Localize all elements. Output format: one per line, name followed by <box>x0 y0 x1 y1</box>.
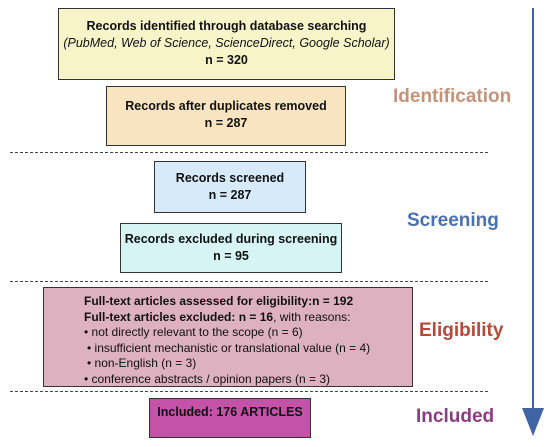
included-box: Included: 176 ARTICLES <box>149 398 311 438</box>
stage-divider <box>10 152 488 153</box>
records-screened-count: n = 287 <box>208 188 252 202</box>
records-identified-box: Records identified through database sear… <box>58 8 395 80</box>
duplicates-removed-title: Records after duplicates removed <box>125 99 327 113</box>
records-excluded-count: n = 95 <box>213 249 249 263</box>
records-screened-box: Records screened n = 287 <box>154 161 306 213</box>
exclusion-reason: • insufficient mechanistic or translatio… <box>87 340 371 355</box>
records-screened-title: Records screened <box>175 171 285 185</box>
records-excluded-box: Records excluded during screening n = 95 <box>120 223 342 273</box>
stage-label-screening: Screening <box>407 210 499 231</box>
flow-down-arrow-icon <box>522 8 544 436</box>
stage-divider <box>10 281 488 282</box>
stage-divider <box>10 391 488 392</box>
records-identified-count: n = 320 <box>205 53 248 67</box>
included-label: Included: 176 ARTICLES <box>157 405 303 419</box>
excluded-line: Full-text articles excluded: n = 16, wit… <box>84 310 412 326</box>
records-identified-sources: (PubMed, Web of Science, ScienceDirect, … <box>63 36 390 50</box>
excluded-label: Full-text articles excluded: <box>84 309 239 324</box>
assessed-label: Full-text articles assessed for eligibil… <box>84 294 309 308</box>
exclusion-reason: • non-English (n = 3) <box>87 356 197 371</box>
stage-label-included: Included <box>416 406 495 427</box>
exclusion-reason: • conference abstracts / opinion papers … <box>84 371 331 386</box>
stage-label-identification: Identification <box>393 86 512 107</box>
assessed-count: :n = 192 <box>308 294 354 308</box>
records-excluded-title: Records excluded during screening <box>124 232 338 246</box>
exclusion-reason: • not directly relevant to the scope (n … <box>84 325 303 340</box>
assessed-line: Full-text articles assessed for eligibil… <box>84 294 412 310</box>
duplicates-removed-count: n = 287 <box>204 116 248 130</box>
duplicates-removed-box: Records after duplicates removed n = 287 <box>106 86 346 146</box>
stage-label-eligibility: Eligibility <box>419 320 504 341</box>
excluded-count: n = 16 <box>238 309 274 324</box>
full-text-assessment-box: Full-text articles assessed for eligibil… <box>43 287 413 387</box>
records-identified-title: Records identified through database sear… <box>86 19 367 33</box>
excluded-suffix: , with reasons: <box>273 309 351 324</box>
